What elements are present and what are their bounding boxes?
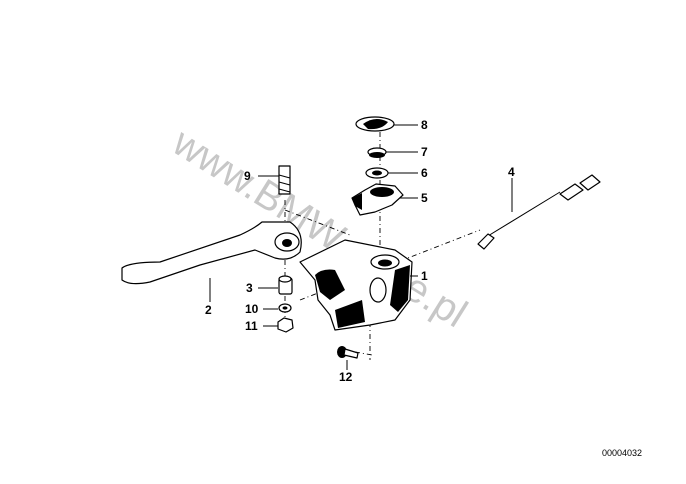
callout-10: 10 — [245, 302, 259, 316]
callout-3: 3 — [246, 281, 253, 295]
callout-2: 2 — [205, 303, 212, 317]
part-nut — [277, 317, 294, 333]
callout-9: 9 — [244, 169, 251, 183]
callout-7: 7 — [421, 145, 428, 159]
part-screw — [337, 346, 359, 359]
part-cable — [477, 174, 601, 250]
part-small-washer — [278, 303, 292, 313]
part-washer — [367, 147, 387, 158]
part-housing — [299, 239, 413, 331]
part-ring — [365, 167, 389, 179]
part-lever — [121, 221, 302, 285]
callout-12: 12 — [339, 370, 353, 384]
callout-5: 5 — [421, 191, 428, 205]
part-pin — [278, 165, 291, 195]
part-cover — [351, 183, 404, 216]
callout-11: 11 — [245, 319, 258, 333]
part-bushing — [278, 275, 293, 295]
leader-lines — [209, 124, 513, 370]
drawing-number: 00004032 — [602, 448, 642, 458]
callout-4: 4 — [508, 165, 515, 179]
callout-6: 6 — [421, 166, 428, 180]
callout-8: 8 — [421, 118, 428, 132]
part-cap — [355, 116, 395, 132]
callout-1: 1 — [421, 269, 428, 283]
